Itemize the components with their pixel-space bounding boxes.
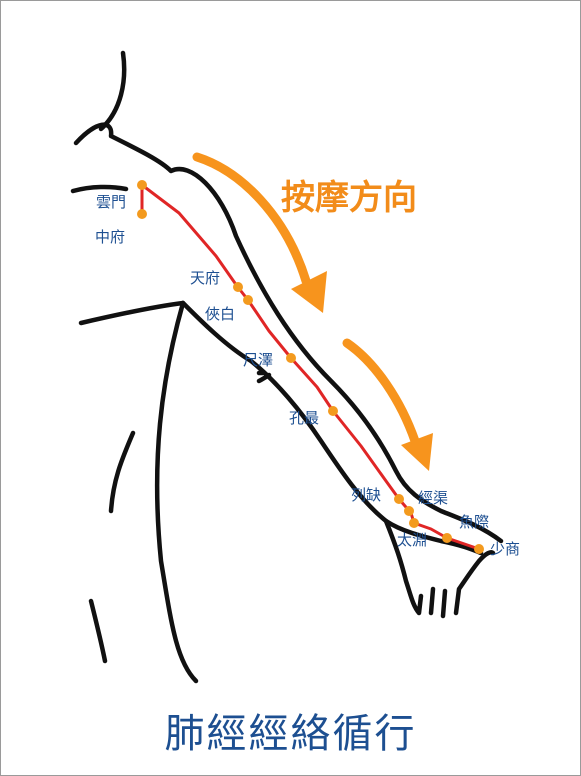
arrow-lower-shaft: [347, 343, 415, 441]
point-marker-zhongfu: [137, 209, 147, 219]
arrow-upper-shaft: [197, 157, 306, 281]
point-label: 俠白: [205, 305, 235, 323]
point-marker-xiabai: [243, 295, 253, 305]
massage-direction-label: 按摩方向: [281, 178, 417, 218]
point-label: 中府: [95, 228, 125, 246]
point-marker-jingqu: [404, 506, 414, 516]
point-label: 孔最: [289, 409, 319, 427]
point-marker-yunmen: [137, 180, 147, 190]
point-label: 尺澤: [243, 351, 273, 369]
elbow-crease: [259, 373, 269, 381]
point-label: 少商: [490, 540, 520, 558]
shoulder-left-line: [73, 187, 126, 191]
point-marker-kongzui: [328, 406, 338, 416]
armpit-line: [81, 303, 183, 323]
point-marker-chize: [286, 353, 296, 363]
torso-side-line: [157, 303, 196, 681]
point-marker-yuji: [442, 533, 452, 543]
point-label: 天府: [190, 269, 220, 287]
body-outline: [73, 53, 501, 681]
point-label: 雲門: [96, 193, 126, 211]
diagram-title: 肺經經絡循行: [1, 701, 580, 759]
chest-line: [111, 433, 133, 511]
point-marker-taiyuan: [409, 518, 419, 528]
point-marker-lieque: [394, 494, 404, 504]
point-marker-shaoshang: [474, 544, 484, 554]
waist-line: [91, 601, 105, 661]
point-label: 經渠: [418, 489, 448, 507]
point-label: 魚際: [459, 513, 489, 531]
neck-line: [101, 53, 124, 129]
point-marker-tianfu: [233, 282, 243, 292]
point-label: 太淵: [397, 531, 427, 549]
point-label: 列缺: [351, 486, 381, 504]
inner-arm-line: [183, 303, 481, 553]
